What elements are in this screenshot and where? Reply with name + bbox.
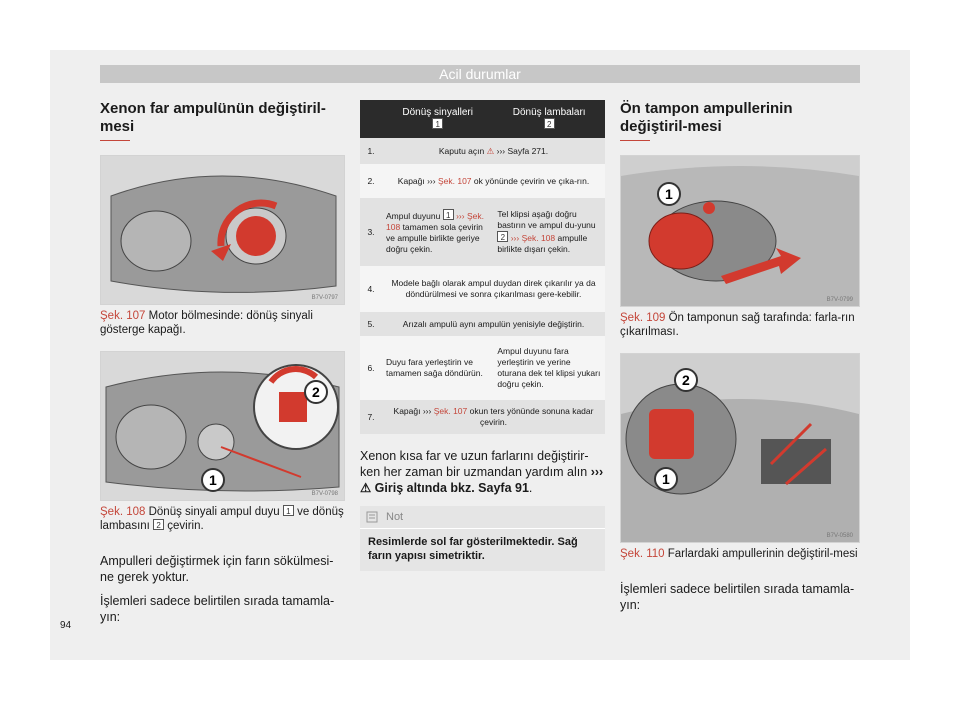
title-underline [620, 140, 650, 141]
table-head-blank [360, 100, 382, 138]
table-row: 6. Duyu fara yerleştirin ve tamamen sağa… [360, 336, 605, 400]
figure-code: B7V-0580 [826, 533, 853, 539]
svg-text:2: 2 [312, 384, 320, 400]
figure-110: 2 1 B7V-0580 [620, 353, 860, 543]
paragraph: Ampulleri değiştirmek için farın sökülme… [100, 554, 334, 584]
column-left: Xenon far ampulünün değiştiril-mesi B7V-… [100, 100, 345, 625]
table-row: 3. Ampul duyunu 1 ››› Şek. 108 tamamen s… [360, 198, 605, 266]
figure-ref: Şek. 110 [620, 548, 665, 560]
figure-109: 1 B7V-0799 [620, 155, 860, 307]
figure-107: B7V-0797 [100, 155, 345, 305]
note-icon [366, 511, 378, 523]
caption-text: çevirin. [167, 520, 204, 532]
paragraph: İşlemleri sadece belirtilen sırada tamam… [100, 594, 335, 624]
figure-code: B7V-0799 [826, 297, 853, 303]
figure-ref: Şek. 107 [100, 310, 146, 322]
title-underline [100, 140, 130, 141]
table-row: 7. Kapağı ››› Şek. 107 okun ters yönünde… [360, 400, 605, 434]
figure-108: 2 1 B7V-0798 [100, 351, 345, 501]
caption-text: ve dönüş lambasını [100, 506, 344, 532]
note-text: Resimlerde sol far gösterilmektedir. Sağ… [368, 536, 578, 562]
note-box: Not Resimlerde sol far gösterilmektedir.… [360, 506, 605, 571]
figure-ref: Şek. 108 [100, 506, 146, 518]
svg-text:2: 2 [682, 372, 690, 388]
callout-number: 1 [282, 505, 294, 516]
svg-text:1: 1 [665, 186, 673, 202]
note-label: Not [386, 511, 404, 523]
svg-text:1: 1 [662, 471, 670, 487]
note-header: Not [360, 506, 605, 529]
section-title-xenon: Xenon far ampulünün değiştiril-mesi [100, 100, 326, 135]
caption-text: Ön tamponun sağ tarafında: farla-rın çık… [620, 312, 855, 338]
warning-link[interactable]: ››› ⚠ Giriş altında bkz. Sayfa 91 [360, 465, 604, 495]
table-row: 2. Kapağı ››› Şek. 107 ok yönünde çeviri… [360, 164, 605, 198]
caption-text: Dönüş sinyali ampul duyu [148, 506, 280, 518]
bumper-lamp-removal-illustration: 1 [621, 156, 859, 306]
paragraph: İşlemleri sadece belirtilen sırada tamam… [620, 582, 855, 612]
table-row: 4. Modele bağlı olarak ampul duydan dire… [360, 266, 605, 312]
bulb-replacement-illustration: 2 1 [621, 354, 859, 542]
figure-108-caption: Şek. 108 Dönüş sinyali ampul duyu 1 ve d… [100, 505, 345, 533]
table-row: 5. Arızalı ampulü aynı ampulün yenisiyle… [360, 312, 605, 336]
page-number: 94 [60, 620, 72, 631]
column-right: Ön tampon ampullerinin değiştiril-mesi 1… [620, 100, 860, 613]
headlight-cover-illustration [101, 156, 344, 304]
paragraph: Xenon kısa far ve uzun farlarını değişti… [360, 449, 604, 495]
callout-number: 2 [153, 519, 165, 530]
figure-code: B7V-0797 [311, 295, 338, 301]
caption-text: Farlardaki ampullerinin değiştiril-mesi [667, 548, 858, 560]
figure-110-caption: Şek. 110 Farlardaki ampullerinin değişti… [620, 547, 860, 561]
table-row: 1. Kaputu açın ⚠ ››› Sayfa 271. [360, 138, 605, 164]
section-title-bumper: Ön tampon ampullerinin değiştiril-mesi [620, 100, 793, 135]
caption-text: Motor bölmesinde: dönüş sinyali gösterge… [100, 310, 313, 336]
figure-code: B7V-0798 [311, 491, 338, 497]
svg-text:1: 1 [209, 472, 217, 488]
figure-ref: Şek. 109 [620, 312, 666, 324]
figure-109-caption: Şek. 109 Ön tamponun sağ tarafında: farl… [620, 311, 860, 339]
section-header: Acil durumlar [100, 65, 860, 83]
figure-107-caption: Şek. 107 Motor bölmesinde: dönüş sinyali… [100, 309, 345, 337]
turn-signal-bulb-illustration: 2 1 [101, 352, 344, 500]
